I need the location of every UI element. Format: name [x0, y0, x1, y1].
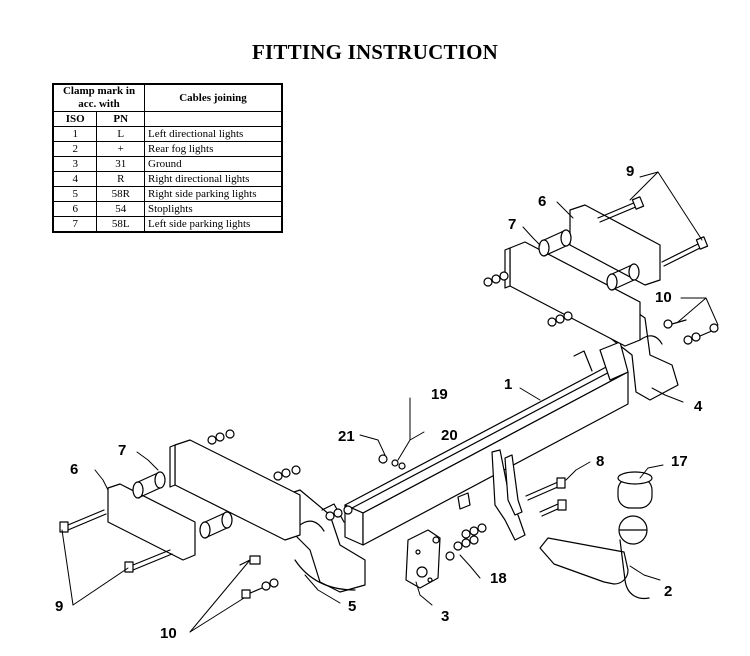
callout-18: 18: [490, 570, 507, 587]
upper-spacers: [538, 229, 640, 291]
table-row: 7 58L Left side parking lights: [52, 216, 282, 232]
callout-1: 1: [504, 376, 512, 393]
small-washers: [378, 454, 406, 470]
upper-right-plate: [504, 241, 641, 347]
callout-4: 4: [694, 398, 703, 415]
callout-3: 3: [441, 608, 449, 625]
left-spacers: [132, 471, 233, 539]
crossbar: [344, 364, 629, 546]
right-side-bolts: [663, 319, 719, 345]
callout-9-upper: 9: [626, 163, 634, 180]
upper-nuts: [483, 271, 573, 327]
page-title: FITTING INSTRUCTION: [252, 40, 498, 64]
callout-21: 21: [338, 428, 355, 445]
table-row: 1 L Left directional lights: [52, 126, 282, 142]
callout-9-lower: 9: [55, 598, 63, 615]
left-nuts: [207, 429, 353, 521]
callout-6-upper: 6: [538, 193, 546, 210]
callout-10-upper: 10: [655, 289, 672, 306]
small-plate: [457, 492, 471, 510]
table-row: 3 31 Ground: [52, 156, 282, 172]
iso-cell: 7: [52, 216, 98, 232]
desc-cell: Stoplights: [144, 201, 282, 217]
left-long-bolts: [59, 509, 173, 573]
center-bolts: [432, 523, 487, 561]
desc-cell: Left directional lights: [144, 126, 282, 142]
clamp-mark-header: Clamp mark in acc. with: [53, 84, 145, 112]
clamp-mark-table: Clamp mark in acc. with Cables joining I…: [52, 83, 283, 233]
ball-bolts: [525, 477, 567, 517]
upper-long-bolts: [597, 196, 709, 267]
lower-left-bolts: [239, 555, 279, 599]
socket-plate: [405, 529, 441, 589]
callout-10-lower: 10: [160, 625, 177, 642]
tow-ball: [539, 471, 653, 600]
desc-cell: Left side parking lights: [144, 216, 282, 232]
left-side-plate: [169, 439, 301, 541]
callout-20: 20: [441, 427, 458, 444]
callout-2: 2: [664, 583, 672, 600]
callout-8: 8: [596, 453, 604, 470]
callout-5: 5: [348, 598, 356, 615]
callout-6-lower: 6: [70, 461, 78, 478]
callout-7-upper: 7: [508, 216, 516, 233]
callout-19: 19: [431, 386, 448, 403]
cables-joining-header: Cables joining: [144, 84, 282, 112]
callout-17: 17: [671, 453, 688, 470]
left-clamp-plate: [107, 483, 196, 561]
leader-lines: [61, 171, 719, 633]
upper-right-clamp-plate: [569, 204, 661, 286]
ball-mount-bracket: [491, 449, 526, 541]
pn-cell: 58L: [96, 216, 145, 232]
callout-7-lower: 7: [118, 442, 126, 459]
